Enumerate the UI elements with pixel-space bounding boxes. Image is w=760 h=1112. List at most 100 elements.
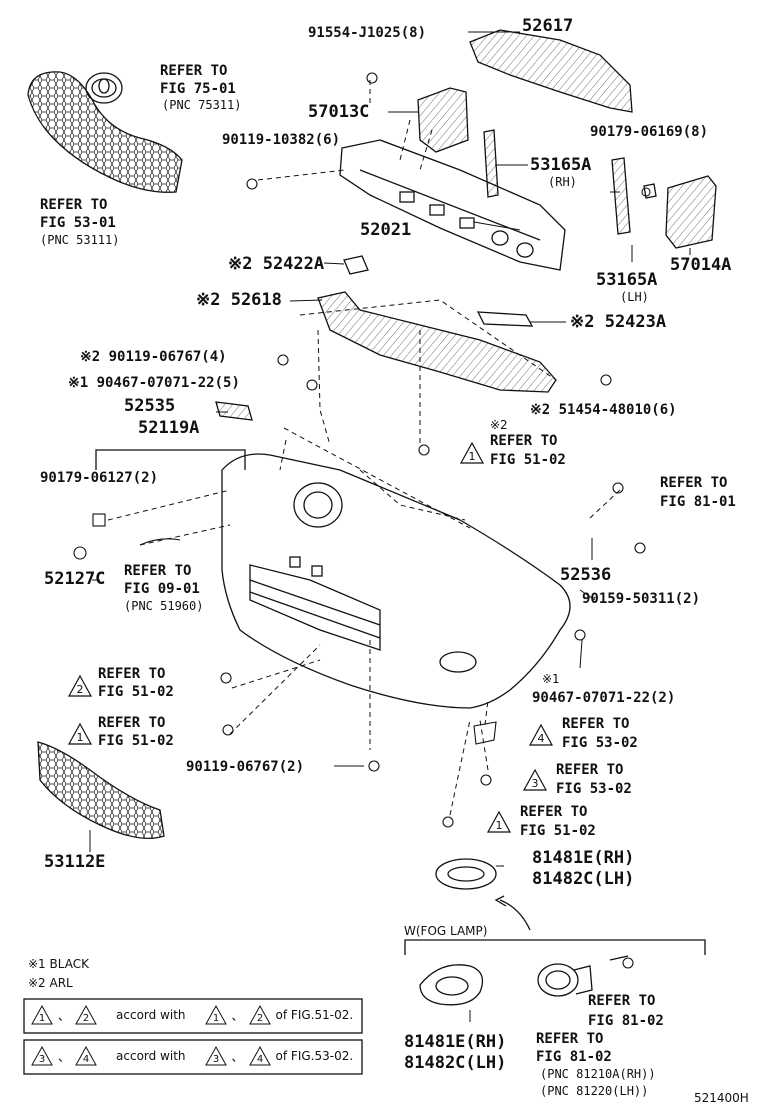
- legend-separator: 、: [231, 1008, 244, 1023]
- legend-triangle-b: 4: [75, 1045, 97, 1066]
- label-57014a: 57014A: [670, 255, 732, 275]
- fog-arrowhead: [494, 895, 507, 907]
- label-52127c: 52127C: [44, 569, 106, 589]
- label-52119a: 52119A: [138, 418, 200, 438]
- legend-triangle-text: 3: [212, 1054, 218, 1065]
- legend-triangle-text: 4: [256, 1054, 262, 1065]
- legend-fig: of FIG.51-02.: [275, 1008, 354, 1022]
- mark-arl: ※2: [490, 418, 508, 432]
- legend-separator: 、: [58, 1049, 71, 1064]
- refer-fig53-01-line1: REFER TO: [40, 197, 108, 213]
- label-90467-5: ※1 90467-07071-22(5): [68, 375, 240, 391]
- refer-fig81-02-b-line2: FIG 81-02: [536, 1049, 612, 1065]
- label-90179-06127: 90179-06127(2): [40, 470, 159, 486]
- seal-52422a: [343, 255, 369, 275]
- legend-triangle-d: 4: [248, 1045, 271, 1066]
- refer-fig53-02-b-line1: REFER TO: [556, 762, 624, 778]
- fog-lamp: [537, 955, 629, 997]
- refer-fig81-02-b-line1: REFER TO: [536, 1031, 604, 1047]
- triangle-marker-3: 3: [522, 768, 548, 791]
- seal-52423a: [476, 311, 534, 327]
- bracket-52535: [215, 401, 253, 421]
- legend-triangle-text: 1: [212, 1013, 218, 1024]
- label-51454: ※2 51454-48010(6): [530, 402, 677, 418]
- upper-grille: [27, 71, 183, 193]
- legend-row-1: 1 、 2 accord with 1 、 2 of FIG.51-02.: [30, 1004, 353, 1026]
- legend-triangle-text: 4: [83, 1054, 89, 1065]
- refer-fig51-b-line2: FIG 51-02: [98, 684, 174, 700]
- fog-cover-lower: [419, 964, 484, 1006]
- triangle-text: 1: [496, 819, 503, 832]
- label-90467-2: 90467-07071-22(2): [532, 690, 676, 706]
- label-52536: 52536: [560, 565, 612, 585]
- triangle-text: 4: [538, 732, 545, 745]
- refer-fig51-d-line1: REFER TO: [520, 804, 588, 820]
- legend-triangle-text: 1: [39, 1013, 45, 1024]
- refer-fig51-b-line1: REFER TO: [98, 666, 166, 682]
- label-90179-06169: 90179-06169(8): [590, 124, 709, 140]
- label-52423a: ※2 52423A: [570, 312, 667, 332]
- refer-fig81-01-line1: REFER TO: [660, 475, 728, 491]
- legend-triangle-text: 2: [256, 1013, 262, 1024]
- refer-fig51-c-line2: FIG 51-02: [98, 733, 174, 749]
- bracket-57014a: [643, 175, 717, 249]
- refer-fig75-line1: REFER TO: [160, 63, 228, 79]
- refer-fig53-01-line2: FIG 53-01: [40, 215, 116, 231]
- mark-black: ※1: [542, 672, 560, 686]
- legend-triangle-d: 2: [248, 1004, 271, 1025]
- triangle-text: 3: [532, 777, 539, 790]
- bracket-57013c: [417, 87, 469, 153]
- label-81482c-b: 81482C(LH): [404, 1053, 507, 1073]
- legend-triangle-b: 2: [75, 1004, 97, 1025]
- legend-box-1: [23, 998, 363, 1034]
- triangle-marker-1: 1: [67, 722, 93, 745]
- fasteners: [73, 72, 651, 969]
- under-cover-52618: [317, 291, 557, 393]
- label-52422a: ※2 52422A: [228, 254, 325, 274]
- triangle-marker-2-51a: 1: [459, 441, 485, 464]
- label-81482c-a: 81482C(LH): [532, 869, 635, 889]
- label-52618: ※2 52618: [196, 290, 282, 310]
- refer-fig51-c-line1: REFER TO: [98, 715, 166, 731]
- label-lh: (LH): [620, 290, 649, 304]
- triangle-text: 2: [77, 683, 84, 696]
- label-90119-06767-4: ※2 90119-06767(4): [80, 349, 227, 365]
- retainer-53165a-rh: [483, 129, 499, 198]
- refer-fig51-d-line2: FIG 51-02: [520, 823, 596, 839]
- refer-fig51-a-line1: REFER TO: [490, 433, 558, 449]
- label-52535: 52535: [124, 396, 176, 416]
- refer-fig51-a-line2: FIG 51-02: [490, 452, 566, 468]
- refer-fig09-line2: FIG 09-01: [124, 581, 200, 597]
- fog-group-bracket: [404, 939, 706, 955]
- leader-lines: [89, 31, 691, 1022]
- label-57013c: 57013C: [308, 102, 370, 122]
- fog-lamp-label: W(FOG LAMP): [404, 924, 488, 938]
- label-81481e-a: 81481E(RH): [532, 848, 635, 868]
- label-91554: 91554-J1025(8): [308, 25, 427, 41]
- refer-fig81-01-line2: FIG 81-01: [660, 494, 736, 510]
- label-90119-10382: 90119-10382(6): [222, 132, 341, 148]
- triangle-text: 1: [77, 731, 84, 744]
- refer-fig81-02-a-line2: FIG 81-02: [588, 1013, 664, 1029]
- legend-box-2: [23, 1039, 363, 1075]
- legend-triangle-a: 1: [31, 1004, 53, 1025]
- bumper-cover: [221, 453, 571, 709]
- label-90159: 90159-50311(2): [582, 591, 701, 607]
- upper-absorber: [469, 29, 633, 113]
- legend-triangle-c: 1: [204, 1004, 227, 1025]
- label-90119-06767-2: 90119-06767(2): [186, 759, 305, 775]
- refer-fig75-line2: FIG 75-01: [160, 81, 236, 97]
- legend-triangle-text: 3: [39, 1054, 45, 1065]
- label-53165a-rh: 53165A: [530, 155, 592, 175]
- legend-fig: of FIG.53-02.: [275, 1049, 354, 1063]
- refer-fig09-line1: REFER TO: [124, 563, 192, 579]
- refer-fig53-02-a-line1: REFER TO: [562, 716, 630, 732]
- refer-fig53-01-pnc: (PNC 53111): [40, 233, 120, 247]
- dashed-lines: [107, 80, 621, 816]
- label-52617: 52617: [522, 16, 574, 36]
- fog-arrow: [499, 899, 531, 931]
- fog-cover-upper: [435, 858, 497, 890]
- emblem: [85, 72, 123, 104]
